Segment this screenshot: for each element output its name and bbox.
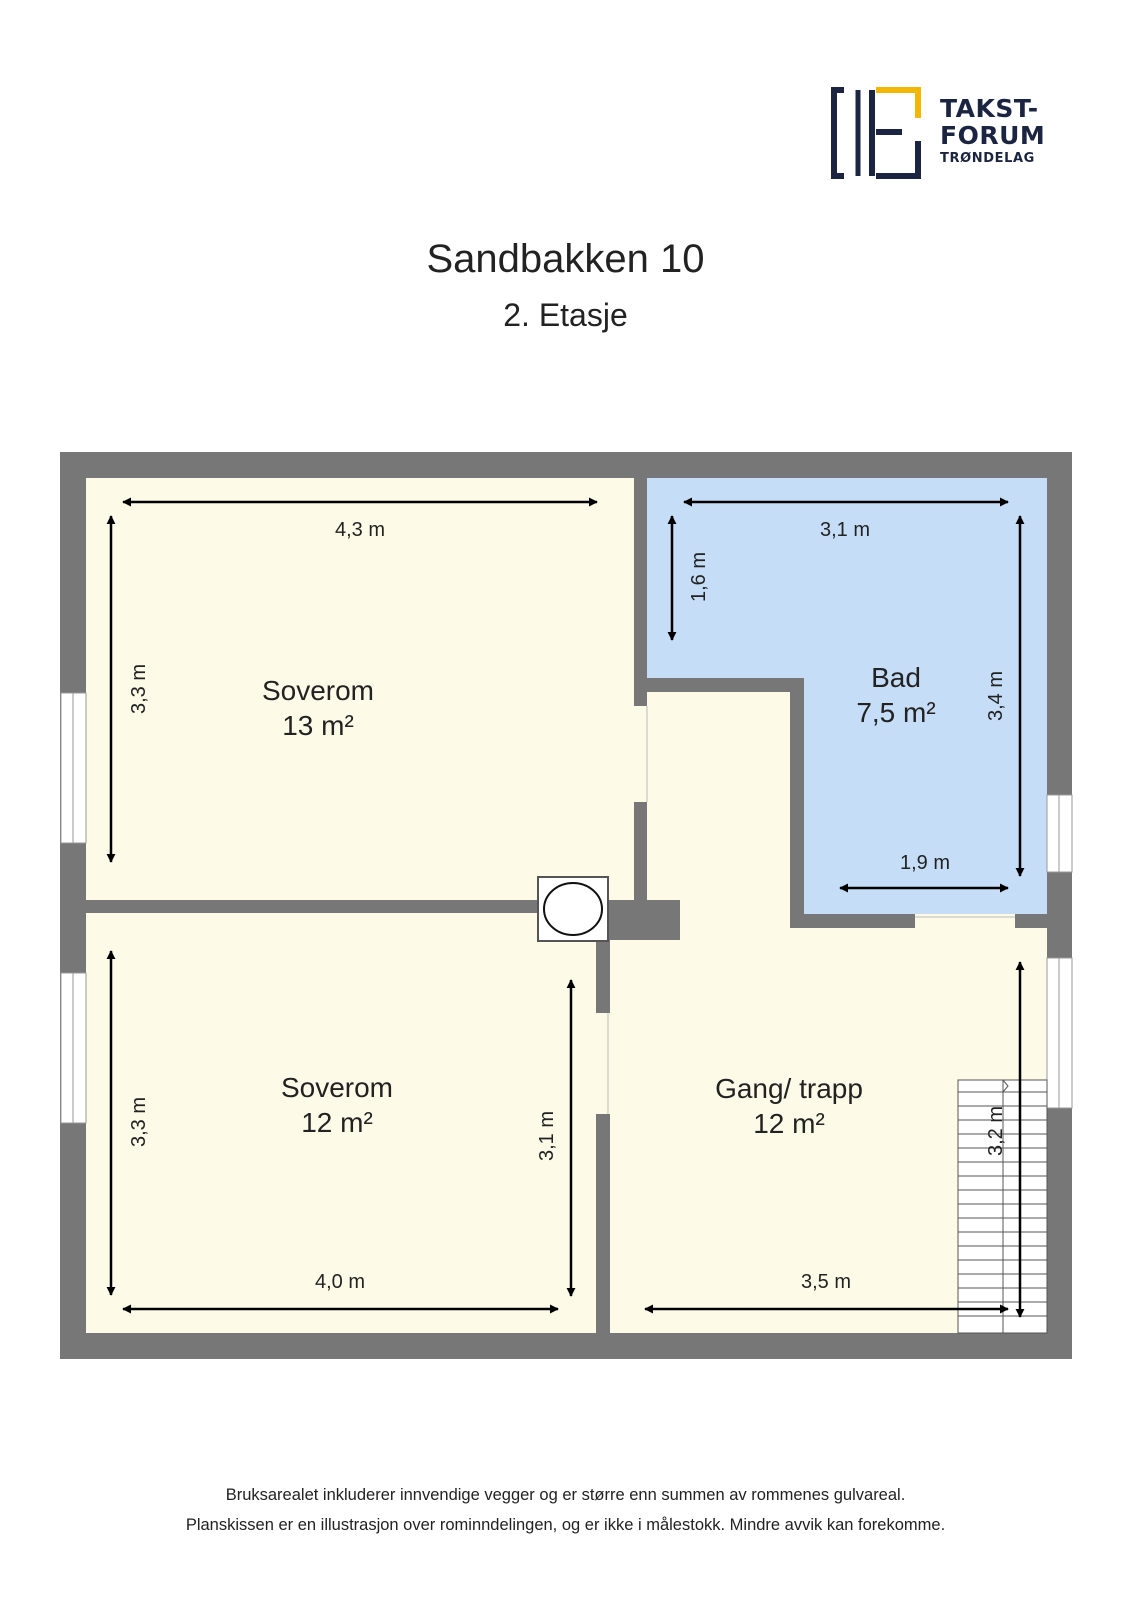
dimension-label: 3,1 m xyxy=(820,519,870,541)
logo-text-line2: FORUM xyxy=(940,121,1046,150)
dimension-label: 3,2 m xyxy=(985,1106,1007,1156)
room-name: Soverom xyxy=(262,675,374,706)
dimension-label: 3,4 m xyxy=(985,671,1007,721)
dimension-label: 1,9 m xyxy=(900,852,950,874)
dimension-label: 4,0 m xyxy=(315,1271,365,1293)
room-name: Soverom xyxy=(281,1072,393,1103)
dimension-label: 4,3 m xyxy=(335,519,385,541)
dimension-label: 3,3 m xyxy=(128,664,150,714)
logo-text-line1: TAKST- xyxy=(940,94,1039,123)
windows xyxy=(60,692,1073,1124)
room-gang-trapp xyxy=(610,692,1047,1333)
room-bad xyxy=(647,478,1047,914)
room-name: Gang/ trapp xyxy=(715,1073,863,1104)
footer-note-disclaimer: Planskissen er en illustrasjon over romi… xyxy=(185,1516,946,1534)
door-opening xyxy=(915,914,1015,928)
room-area: 12 m² xyxy=(753,1108,825,1139)
room-area: 12 m² xyxy=(301,1107,373,1138)
dimension-lines xyxy=(106,497,1025,1318)
dimension-label: 3,1 m xyxy=(536,1111,558,1161)
logo-mark-icon xyxy=(831,87,921,179)
door-opening xyxy=(596,1013,610,1114)
company-logo: TAKST- FORUM TRØNDELAG xyxy=(830,86,1060,180)
room-area: 7,5 m² xyxy=(856,697,935,728)
dimension-label: 3,3 m xyxy=(128,1097,150,1147)
door-opening xyxy=(634,706,647,802)
room-name: Bad xyxy=(871,662,921,693)
floor-subtitle: 2. Etasje xyxy=(503,297,628,333)
footer-note-area: Bruksarealet inkluderer innvendige vegge… xyxy=(225,1486,906,1504)
dimension-label: 1,6 m xyxy=(688,552,710,602)
logo-text-line3: TRØNDELAG xyxy=(940,151,1035,166)
property-title: Sandbakken 10 xyxy=(426,237,705,281)
room-area: 13 m² xyxy=(282,710,354,741)
room-soverom-13 xyxy=(86,478,634,900)
staircase xyxy=(957,1079,1048,1334)
room-soverom-12 xyxy=(86,913,596,1333)
dimension-label: 3,5 m xyxy=(801,1271,851,1293)
